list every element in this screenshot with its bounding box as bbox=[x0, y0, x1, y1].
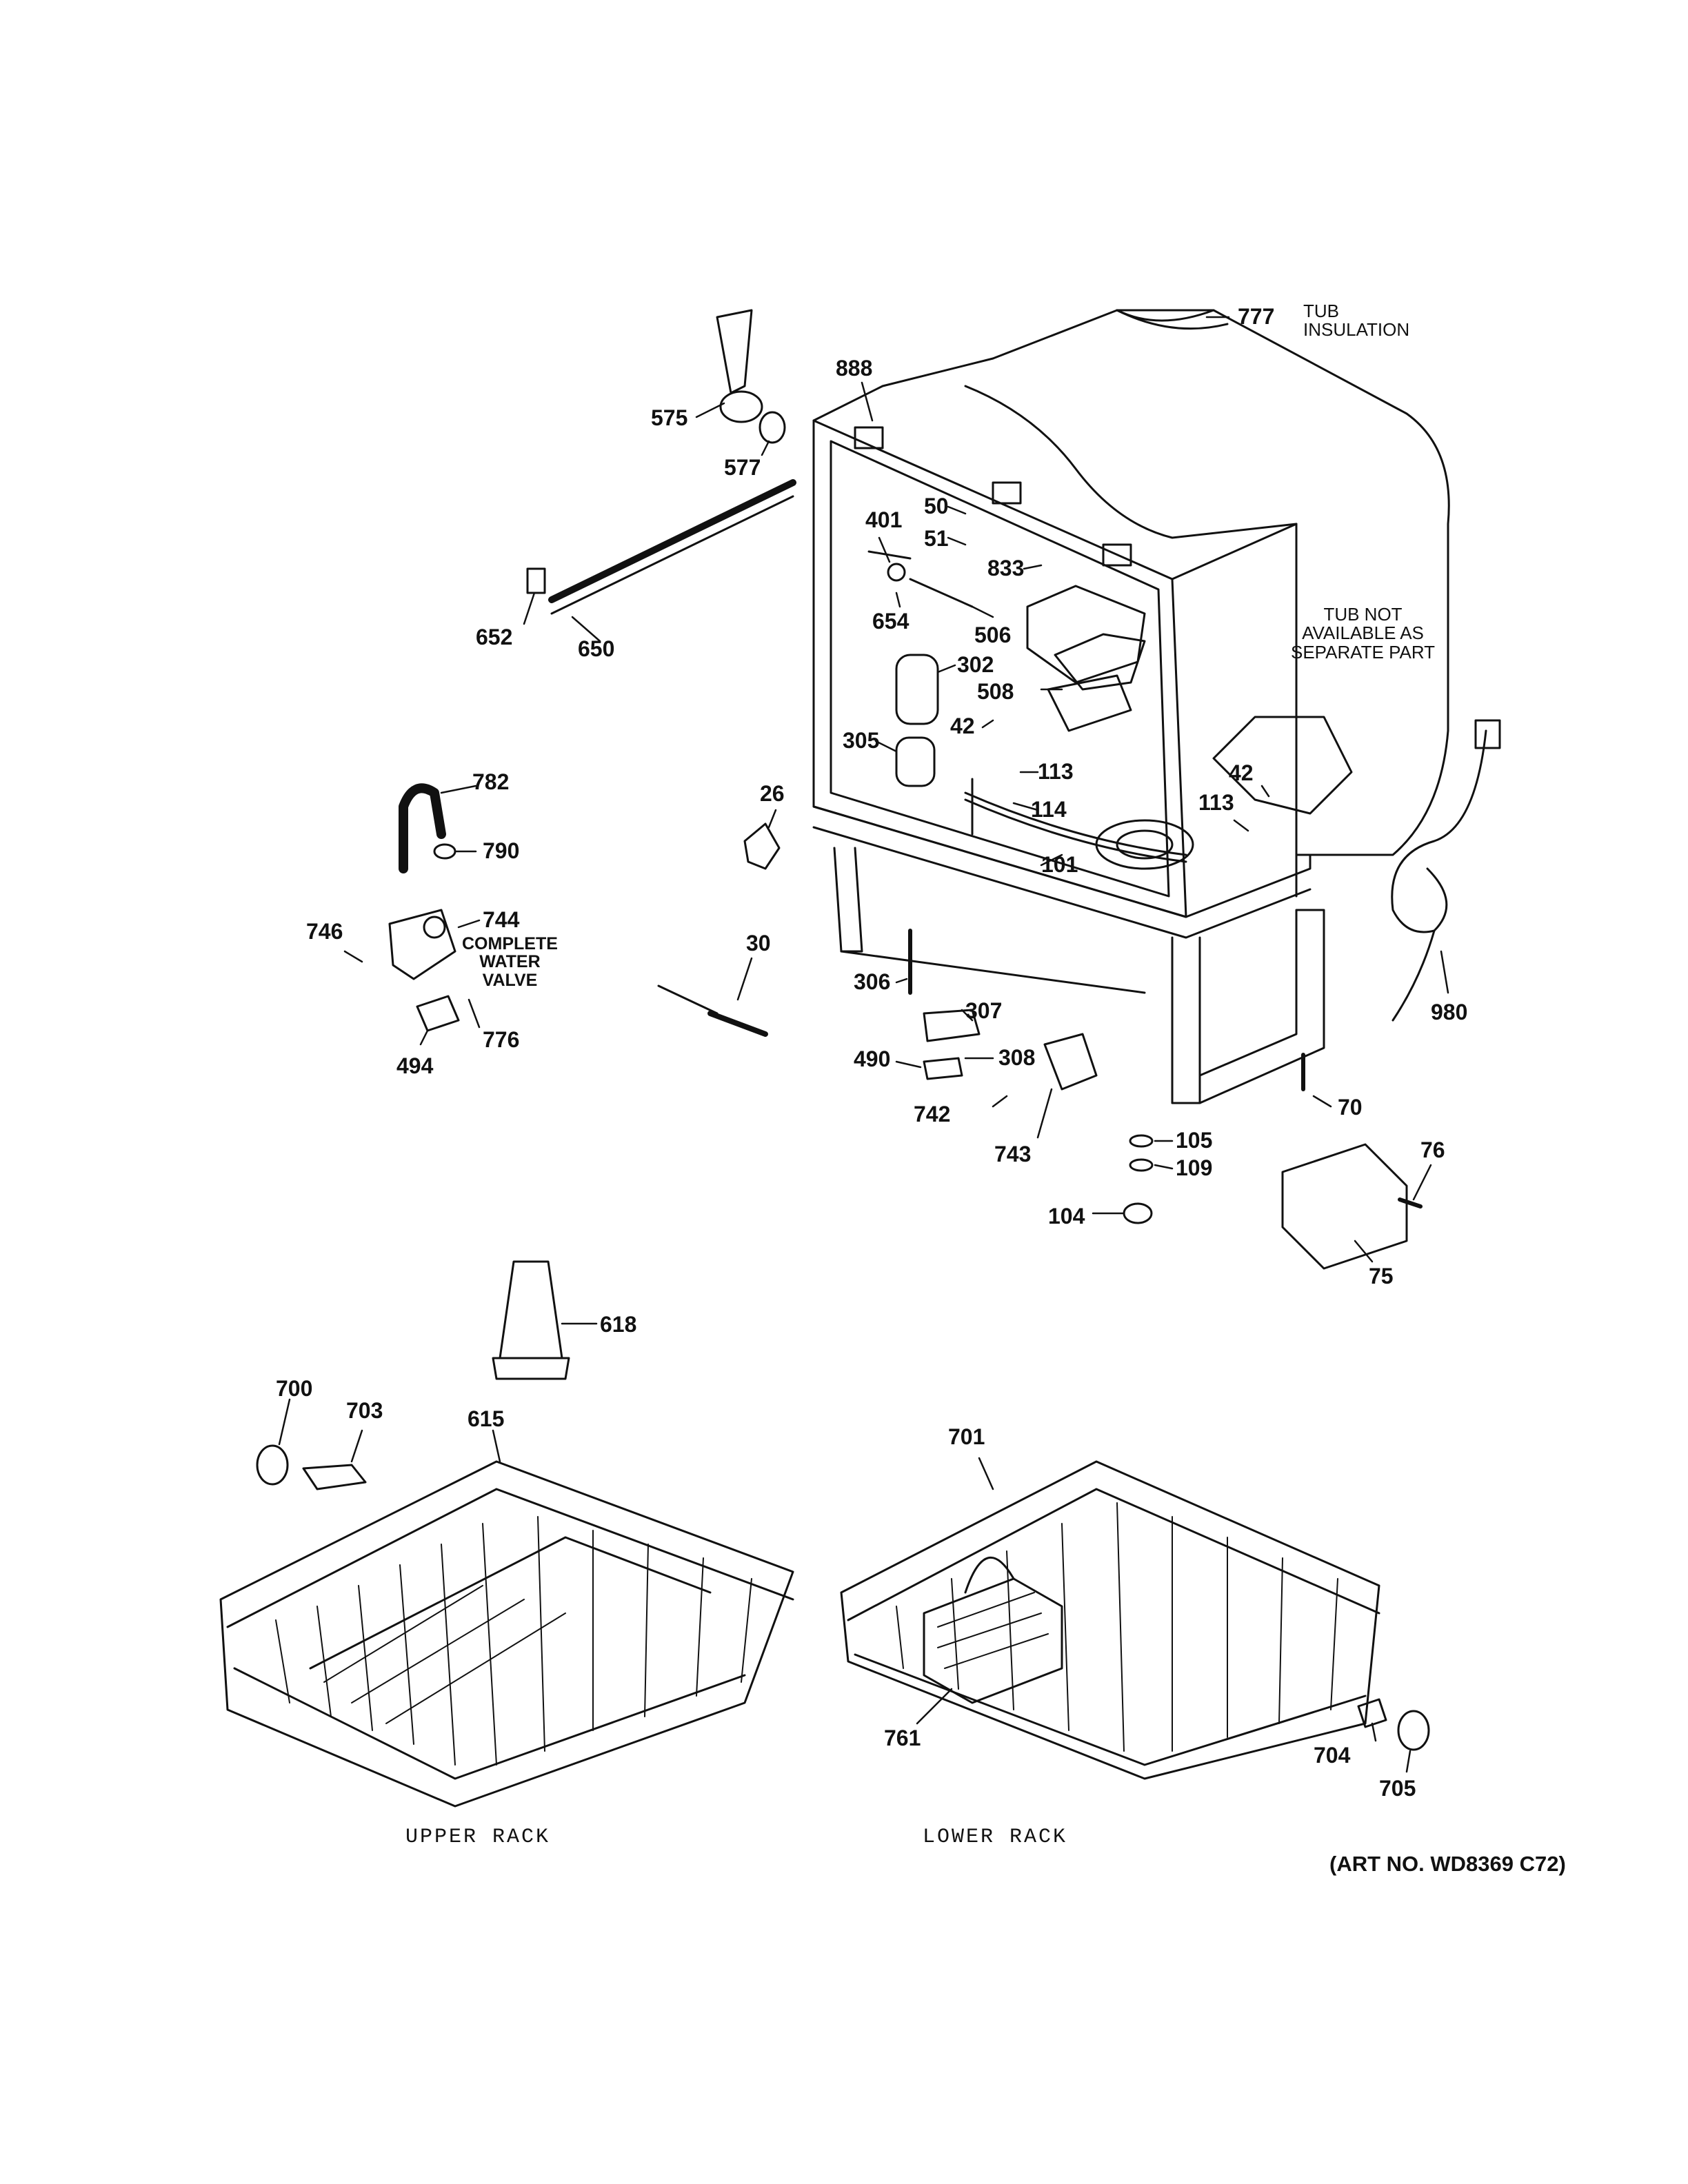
callout-105: 105 bbox=[1176, 1128, 1213, 1153]
callout-618: 618 bbox=[600, 1312, 637, 1337]
callout-833: 833 bbox=[987, 556, 1025, 580]
tub-insulation-line-2: INSULATION bbox=[1303, 319, 1410, 341]
leader-lines bbox=[278, 316, 1449, 1773]
callout-761: 761 bbox=[884, 1726, 921, 1750]
callout-302: 302 bbox=[957, 652, 994, 677]
callout-305: 305 bbox=[843, 728, 880, 753]
callout-777: 777 bbox=[1238, 304, 1275, 329]
callout-980: 980 bbox=[1431, 1000, 1468, 1024]
callout-782: 782 bbox=[472, 769, 510, 794]
callout-654: 654 bbox=[872, 609, 910, 634]
loose-parts bbox=[256, 309, 1501, 1751]
callout-42-left: 42 bbox=[950, 714, 975, 738]
callout-104: 104 bbox=[1048, 1204, 1085, 1228]
callout-615: 615 bbox=[468, 1406, 505, 1431]
lower-rack-caption: LOWER RACK bbox=[923, 1826, 1068, 1849]
callout-790: 790 bbox=[483, 838, 520, 863]
callout-704: 704 bbox=[1314, 1743, 1351, 1768]
callout-76: 76 bbox=[1420, 1138, 1445, 1162]
tub-note-line-2: AVAILABLE AS bbox=[1302, 623, 1424, 644]
callout-42-right: 42 bbox=[1229, 760, 1254, 785]
callout-30: 30 bbox=[746, 931, 771, 956]
callout-703: 703 bbox=[346, 1398, 383, 1423]
callout-700: 700 bbox=[276, 1376, 313, 1401]
callout-306: 306 bbox=[854, 969, 891, 994]
callout-401: 401 bbox=[865, 507, 903, 532]
callout-743: 743 bbox=[994, 1142, 1032, 1166]
callout-70: 70 bbox=[1338, 1095, 1363, 1120]
tub-note-line-1: TUB NOT bbox=[1323, 604, 1403, 625]
valve-note-line-2: WATER bbox=[479, 952, 541, 972]
lower-rack bbox=[840, 1460, 1380, 1780]
callout-575: 575 bbox=[651, 405, 688, 430]
callout-494: 494 bbox=[396, 1053, 434, 1078]
art-number: (ART NO. WD8369 C72) bbox=[1329, 1852, 1566, 1876]
callout-109: 109 bbox=[1176, 1155, 1213, 1180]
valve-note-line-1: COMPLETE bbox=[462, 934, 558, 953]
callout-652: 652 bbox=[476, 625, 513, 649]
callout-742: 742 bbox=[914, 1102, 951, 1126]
tub-insulation-line-1: TUB bbox=[1303, 301, 1339, 321]
callout-75: 75 bbox=[1369, 1264, 1394, 1288]
callout-307: 307 bbox=[965, 998, 1003, 1023]
callout-506: 506 bbox=[974, 623, 1012, 647]
callout-508: 508 bbox=[977, 679, 1014, 704]
callout-744: 744 bbox=[483, 907, 520, 932]
upper-rack bbox=[219, 1460, 794, 1808]
upper-rack-caption: UPPER RACK bbox=[405, 1826, 551, 1849]
callout-113-left: 113 bbox=[1038, 759, 1074, 784]
tub-note-line-3: SEPARATE PART bbox=[1291, 641, 1436, 663]
tub-not-available-note: TUB NOT AVAILABLE AS SEPARATE PART bbox=[1291, 605, 1435, 662]
callout-50: 50 bbox=[924, 494, 949, 518]
callout-705: 705 bbox=[1379, 1776, 1416, 1801]
complete-water-valve-note: COMPLETE WATER VALVE bbox=[462, 935, 558, 989]
callout-113-right: 113 bbox=[1198, 790, 1234, 815]
callout-701: 701 bbox=[948, 1424, 985, 1449]
callout-308: 308 bbox=[998, 1045, 1036, 1070]
callout-650: 650 bbox=[578, 636, 615, 661]
callout-888: 888 bbox=[836, 356, 873, 381]
callout-746: 746 bbox=[306, 919, 343, 944]
callout-26: 26 bbox=[760, 781, 785, 806]
callout-776: 776 bbox=[483, 1027, 520, 1052]
tub-insulation-note: TUB INSULATION bbox=[1303, 301, 1410, 341]
callout-577: 577 bbox=[724, 455, 761, 480]
valve-note-line-3: VALVE bbox=[482, 970, 538, 990]
callout-490: 490 bbox=[854, 1046, 891, 1071]
callout-51: 51 bbox=[924, 526, 949, 551]
callout-114: 114 bbox=[1031, 797, 1067, 822]
callout-101: 101 bbox=[1041, 852, 1078, 877]
